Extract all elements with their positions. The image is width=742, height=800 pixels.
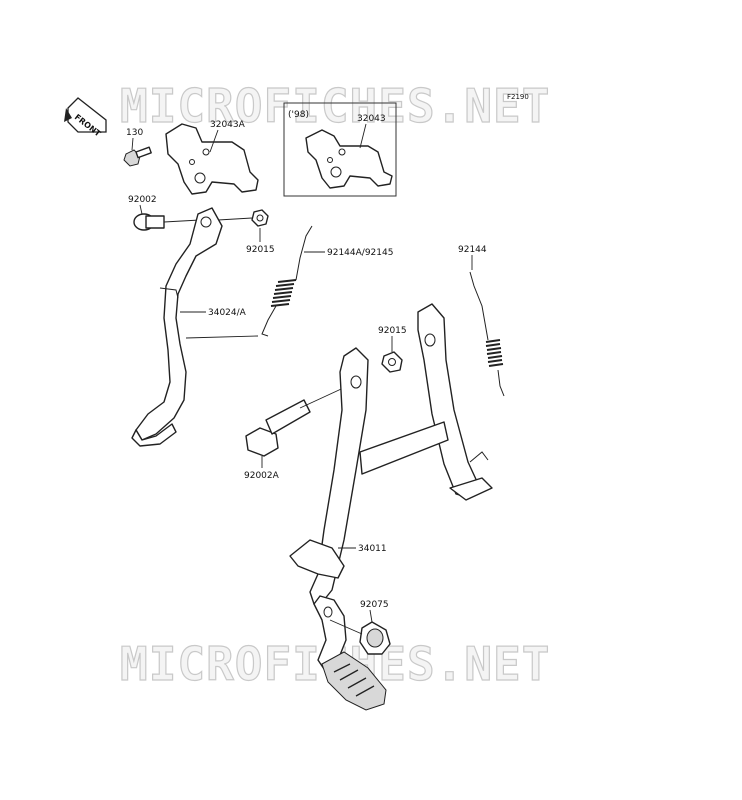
front-arrow-icon: FRONT (64, 97, 107, 139)
label-92144: 92144 (458, 245, 487, 255)
label-92002a: 92002A (244, 471, 280, 481)
mainstand-34011 (289, 303, 493, 711)
variant-note: ('98) (288, 110, 309, 120)
label-92002: 92002 (128, 195, 157, 205)
sidestand-34024 (131, 207, 223, 447)
watermark-top: MICROFICHES.NET (120, 79, 550, 133)
stopper-92075 (359, 621, 391, 655)
label-130: 130 (126, 128, 143, 138)
spring-92144 (469, 271, 505, 397)
nut-92015-side (251, 209, 269, 227)
bracket-32043a (165, 123, 259, 195)
nut-92015-main (381, 351, 403, 373)
variant-box (283, 102, 397, 197)
label-92015-main: 92015 (378, 326, 407, 336)
label-32043a: 32043A (210, 120, 246, 130)
bolt-92002a (245, 399, 311, 457)
label-92015-side: 92015 (246, 245, 275, 255)
spring-92144a (261, 225, 313, 337)
figure-code: F2190 (507, 93, 529, 101)
bracket-32043 (305, 129, 393, 189)
bolt-92002 (133, 213, 165, 231)
label-34024: 34024/A (208, 308, 247, 318)
label-92075: 92075 (360, 600, 389, 610)
label-34011: 34011 (358, 544, 387, 554)
label-32043: 32043 (357, 114, 386, 124)
label-92144a: 92144A/92145 (327, 248, 393, 258)
bolt-130 (123, 146, 152, 167)
